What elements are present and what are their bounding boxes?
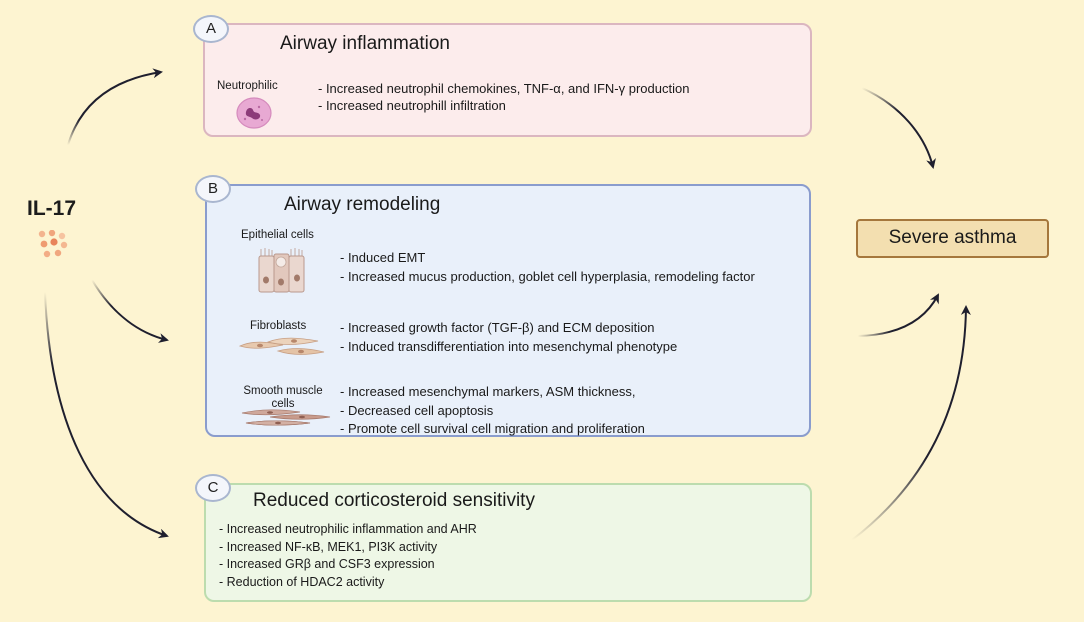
- panel-corticosteroid-sensitivity: [204, 483, 812, 602]
- panel-airway-inflammation: [203, 23, 812, 137]
- arrow-to-panel-a: [67, 68, 163, 146]
- epithelial-cells-label: Epithelial cells: [241, 229, 314, 241]
- fibroblast-cells-icon: [238, 337, 325, 355]
- neutrophil-cell-icon: [236, 97, 272, 129]
- panel-a-title: Airway inflammation: [280, 33, 450, 54]
- panel-airway-remodeling: [205, 184, 811, 437]
- smooth-muscle-label: Smooth muscle cells: [236, 385, 330, 411]
- cytokine-dots-icon: [38, 230, 68, 258]
- epithelial-cells-icon: [258, 248, 305, 293]
- il17-label: IL-17: [27, 197, 77, 220]
- panel-c-line-3: - Increased GRβ and CSF3 expression: [219, 557, 435, 571]
- smooth-muscle-cells-icon: [241, 409, 331, 426]
- panel-c-line-4: - Reduction of HDAC2 activity: [219, 575, 385, 589]
- arrow-a-to-outcome: [861, 87, 936, 169]
- smooth-muscle-line-3: - Promote cell survival cell migration a…: [340, 421, 645, 436]
- fibroblast-line-1: - Increased growth factor (TGF-β) and EC…: [340, 320, 655, 335]
- epithelial-line-1: - Induced EMT: [340, 250, 426, 265]
- panel-c-badge: C: [195, 474, 231, 502]
- panel-c-line-2: - Increased NF-κB, MEK1, PI3K activity: [219, 540, 438, 554]
- panel-a-line-1: - Increased neutrophil chemokines, TNF-α…: [318, 81, 690, 96]
- panel-c-title: Reduced corticosteroid sensitivity: [253, 490, 535, 511]
- arrow-c-to-outcome: [851, 305, 971, 541]
- neutrophil-label: Neutrophilic: [217, 80, 278, 92]
- panel-b-badge: B: [195, 175, 231, 203]
- panel-a-badge: A: [193, 15, 229, 43]
- arrow-b-to-outcome: [857, 293, 939, 337]
- panel-a-line-2: - Increased neutrophill infiltration: [318, 98, 506, 113]
- smooth-muscle-line-2: - Decreased cell apoptosis: [340, 403, 494, 418]
- fibroblasts-label: Fibroblasts: [250, 320, 307, 332]
- smooth-muscle-line-1: - Increased mesenchymal markers, ASM thi…: [340, 384, 636, 399]
- fibroblast-line-2: - Induced transdifferentiation into mese…: [340, 339, 678, 354]
- severe-asthma-box: Severe asthma: [856, 219, 1049, 258]
- panel-c-line-1: - Increased neutrophilic inflammation an…: [219, 522, 477, 536]
- epithelial-line-2: - Increased mucus production, goblet cel…: [340, 269, 755, 284]
- smooth-muscle-label-line2: cells: [271, 398, 295, 410]
- panel-b-title: Airway remodeling: [284, 194, 441, 215]
- arrow-to-panel-c: [44, 291, 169, 539]
- smooth-muscle-label-line1: Smooth muscle: [243, 385, 323, 397]
- arrow-to-panel-b: [91, 279, 169, 343]
